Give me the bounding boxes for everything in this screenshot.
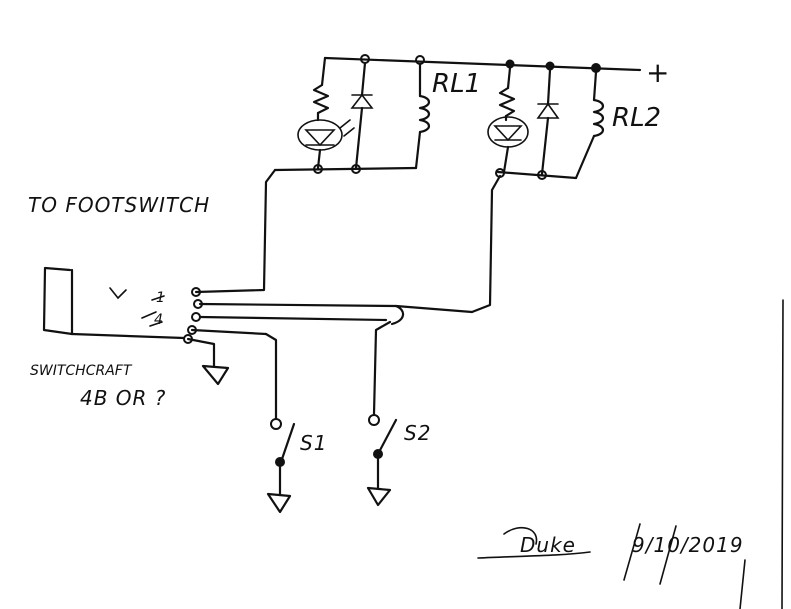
relay2-label: RL2 xyxy=(612,103,661,133)
signature-name: Duke xyxy=(520,533,576,557)
switch-s2 xyxy=(366,320,398,507)
relay2-feed-wire xyxy=(470,174,502,314)
pin1-label: 1 xyxy=(156,290,165,306)
relay2-coil-icon xyxy=(592,98,605,138)
s2-label: S2 xyxy=(404,421,431,445)
switchcraft-label: SWITCHCRAFT xyxy=(30,363,133,379)
s1-label: S1 xyxy=(300,431,327,455)
switch-s1 xyxy=(264,332,296,514)
pin4-label: 4 xyxy=(154,312,163,328)
signature-date: 9/10/2019 xyxy=(632,533,744,557)
page-edge-line xyxy=(781,299,784,609)
relay2-led-icon xyxy=(487,116,529,148)
relay1-label: RL1 xyxy=(432,69,481,99)
relay1-coil-icon xyxy=(418,94,431,134)
relay1-feed-wire xyxy=(194,168,277,294)
plus-label: + xyxy=(646,56,669,89)
relay1-block xyxy=(273,56,431,174)
relay2-diode-icon xyxy=(536,102,560,119)
switchcraft-model-label: 4B OR ? xyxy=(80,386,166,410)
supply-rail xyxy=(323,54,642,73)
footswitch-jack xyxy=(42,266,474,386)
relay2-block xyxy=(487,66,605,180)
to-footswitch-label: TO FOOTSWITCH xyxy=(28,193,210,217)
relay1-diode-icon xyxy=(350,93,374,109)
signature-block xyxy=(477,523,677,585)
